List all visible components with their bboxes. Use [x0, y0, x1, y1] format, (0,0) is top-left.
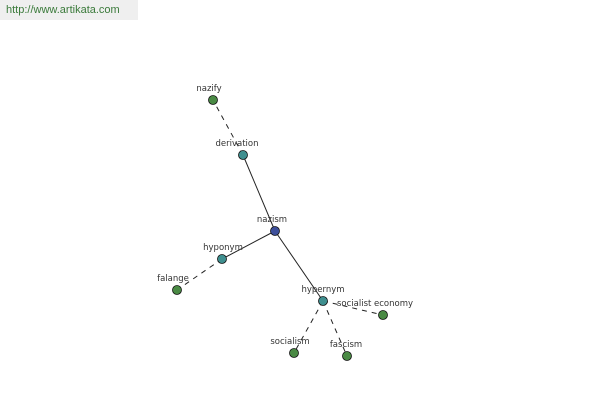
node-socialist_economy[interactable] — [378, 310, 388, 320]
node-label-socialist_economy[interactable]: socialist economy — [337, 299, 413, 309]
node-label-falange[interactable]: falange — [157, 274, 189, 284]
node-hyponym[interactable] — [217, 254, 227, 264]
edge-nazism-hyponym — [221, 230, 276, 260]
node-socialism[interactable] — [289, 348, 299, 358]
node-label-nazism[interactable]: nazism — [257, 215, 287, 225]
node-label-fascism[interactable]: fascism — [330, 340, 362, 350]
edge-hypernym-socialist_economy — [322, 300, 384, 316]
node-nazify[interactable] — [208, 95, 218, 105]
node-fascism[interactable] — [342, 351, 352, 361]
edges-layer — [176, 99, 384, 357]
node-derivation[interactable] — [238, 150, 248, 160]
node-label-socialism[interactable]: socialism — [270, 337, 309, 347]
nodes-layer — [172, 95, 388, 361]
node-nazism[interactable] — [270, 226, 280, 236]
node-label-derivation[interactable]: derivation — [215, 139, 258, 149]
labels-layer: nazism derivation nazify hyponym falange hype… — [157, 84, 413, 350]
node-label-hypernym[interactable]: hypernym — [301, 285, 344, 295]
edge-derivation-nazify — [212, 99, 244, 156]
node-label-nazify[interactable]: nazify — [196, 84, 221, 94]
edge-hypernym-fascism — [322, 300, 348, 357]
node-label-hyponym[interactable]: hyponym — [203, 243, 243, 253]
edge-nazism-derivation — [242, 154, 276, 232]
node-falange[interactable] — [172, 285, 182, 295]
node-hypernym[interactable] — [318, 296, 328, 306]
site-url-link[interactable]: http://www.artikata.com — [0, 0, 138, 20]
edge-nazism-hypernym — [274, 230, 324, 302]
